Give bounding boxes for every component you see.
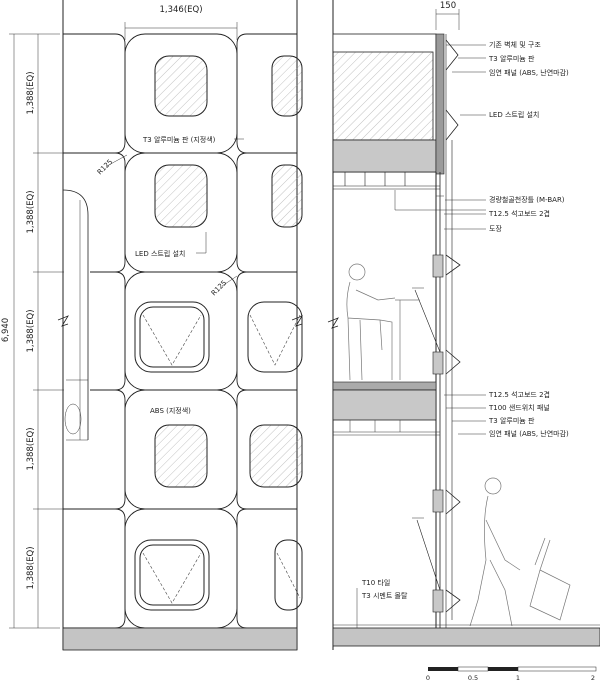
total-height-label: 6,940 bbox=[1, 318, 11, 342]
module-dim-5: 1,388(EQ) bbox=[26, 546, 36, 589]
scale-label-2: 2 bbox=[591, 674, 595, 682]
note-gypsum-mid: T12.5 석고보드 2겹 bbox=[488, 209, 550, 218]
module-height-dimensions: 1,388(EQ) 1,388(EQ) 1,388(EQ) 1,388(EQ) … bbox=[26, 34, 64, 628]
module-dim-3: 1,388(EQ) bbox=[26, 309, 36, 352]
radius-label-2: R125 bbox=[210, 279, 229, 298]
radius-label-1: R125 bbox=[96, 158, 115, 177]
leader-lines bbox=[356, 44, 486, 628]
width-dimension: 1,346(EQ) bbox=[124, 5, 238, 40]
walking-figure bbox=[469, 477, 571, 627]
floor-slab-section bbox=[332, 627, 600, 647]
module-dim-2: 1,388(EQ) bbox=[26, 190, 36, 233]
note-led-strip-elevation: LED 스트립 설치 bbox=[135, 249, 185, 258]
scale-label-0: 0 bbox=[426, 674, 430, 682]
elevation-view: 1,346(EQ) 6,940 1,388(EQ) 1,388(EQ) 1,38… bbox=[1, 0, 303, 651]
ceiling-upper bbox=[333, 172, 440, 190]
note-led-strip-section: LED 스트립 설치 bbox=[489, 110, 539, 119]
wall-thickness-dimension: 150 bbox=[435, 1, 460, 30]
width-dim-label: 1,346(EQ) bbox=[159, 5, 202, 15]
total-height-dimension: 6,940 bbox=[1, 33, 60, 629]
note-t3-aluminum-top: T3 알루미늄 판 bbox=[488, 54, 535, 63]
module-dim-1: 1,388(EQ) bbox=[26, 71, 36, 114]
scale-bar: 0 0.5 1 2 bbox=[426, 666, 597, 682]
note-abs: ABS (지정색) bbox=[150, 406, 191, 415]
upper-slab bbox=[332, 33, 445, 175]
section-notes: 기존 벽체 및 구조 T3 알루미늄 판 임연 패널 (ABS, 난연마감) L… bbox=[361, 40, 569, 600]
opening-swing-lines bbox=[142, 314, 301, 604]
note-abs-panel-top: 임연 패널 (ABS, 난연마감) bbox=[489, 68, 569, 77]
floor-slab-elevation bbox=[62, 627, 298, 651]
facade-wall bbox=[412, 34, 461, 628]
module-dim-4: 1,388(EQ) bbox=[26, 427, 36, 470]
note-mortar: T3 시멘트 몰탈 bbox=[361, 591, 408, 600]
section-view: 150 bbox=[327, 0, 600, 650]
window-openings bbox=[134, 55, 303, 611]
note-tile: T10 타일 bbox=[361, 578, 390, 587]
scale-label-0-5: 0.5 bbox=[468, 674, 478, 682]
note-t3-aluminum-lower: T3 알루미늄 판 bbox=[488, 416, 535, 425]
note-sandwich-panel: T100 샌드위치 패널 bbox=[488, 403, 550, 412]
note-existing-wall: 기존 벽체 및 구조 bbox=[489, 40, 541, 49]
note-m-bar: 경량철골천장틀 (M-BAR) bbox=[489, 195, 565, 204]
scale-label-1: 1 bbox=[516, 674, 520, 682]
dim-150-label: 150 bbox=[440, 1, 456, 11]
note-paint: 도장 bbox=[489, 224, 502, 233]
note-abs-panel-lower: 임연 패널 (ABS, 난연마감) bbox=[489, 429, 569, 438]
middle-slab bbox=[332, 381, 440, 436]
seated-figure bbox=[346, 263, 420, 381]
note-aluminum-panel: T3 알루미늄 판 (지정색) bbox=[142, 135, 216, 144]
note-gypsum-lower: T12.5 석고보드 2겹 bbox=[488, 390, 550, 399]
panel-grid bbox=[63, 33, 297, 629]
